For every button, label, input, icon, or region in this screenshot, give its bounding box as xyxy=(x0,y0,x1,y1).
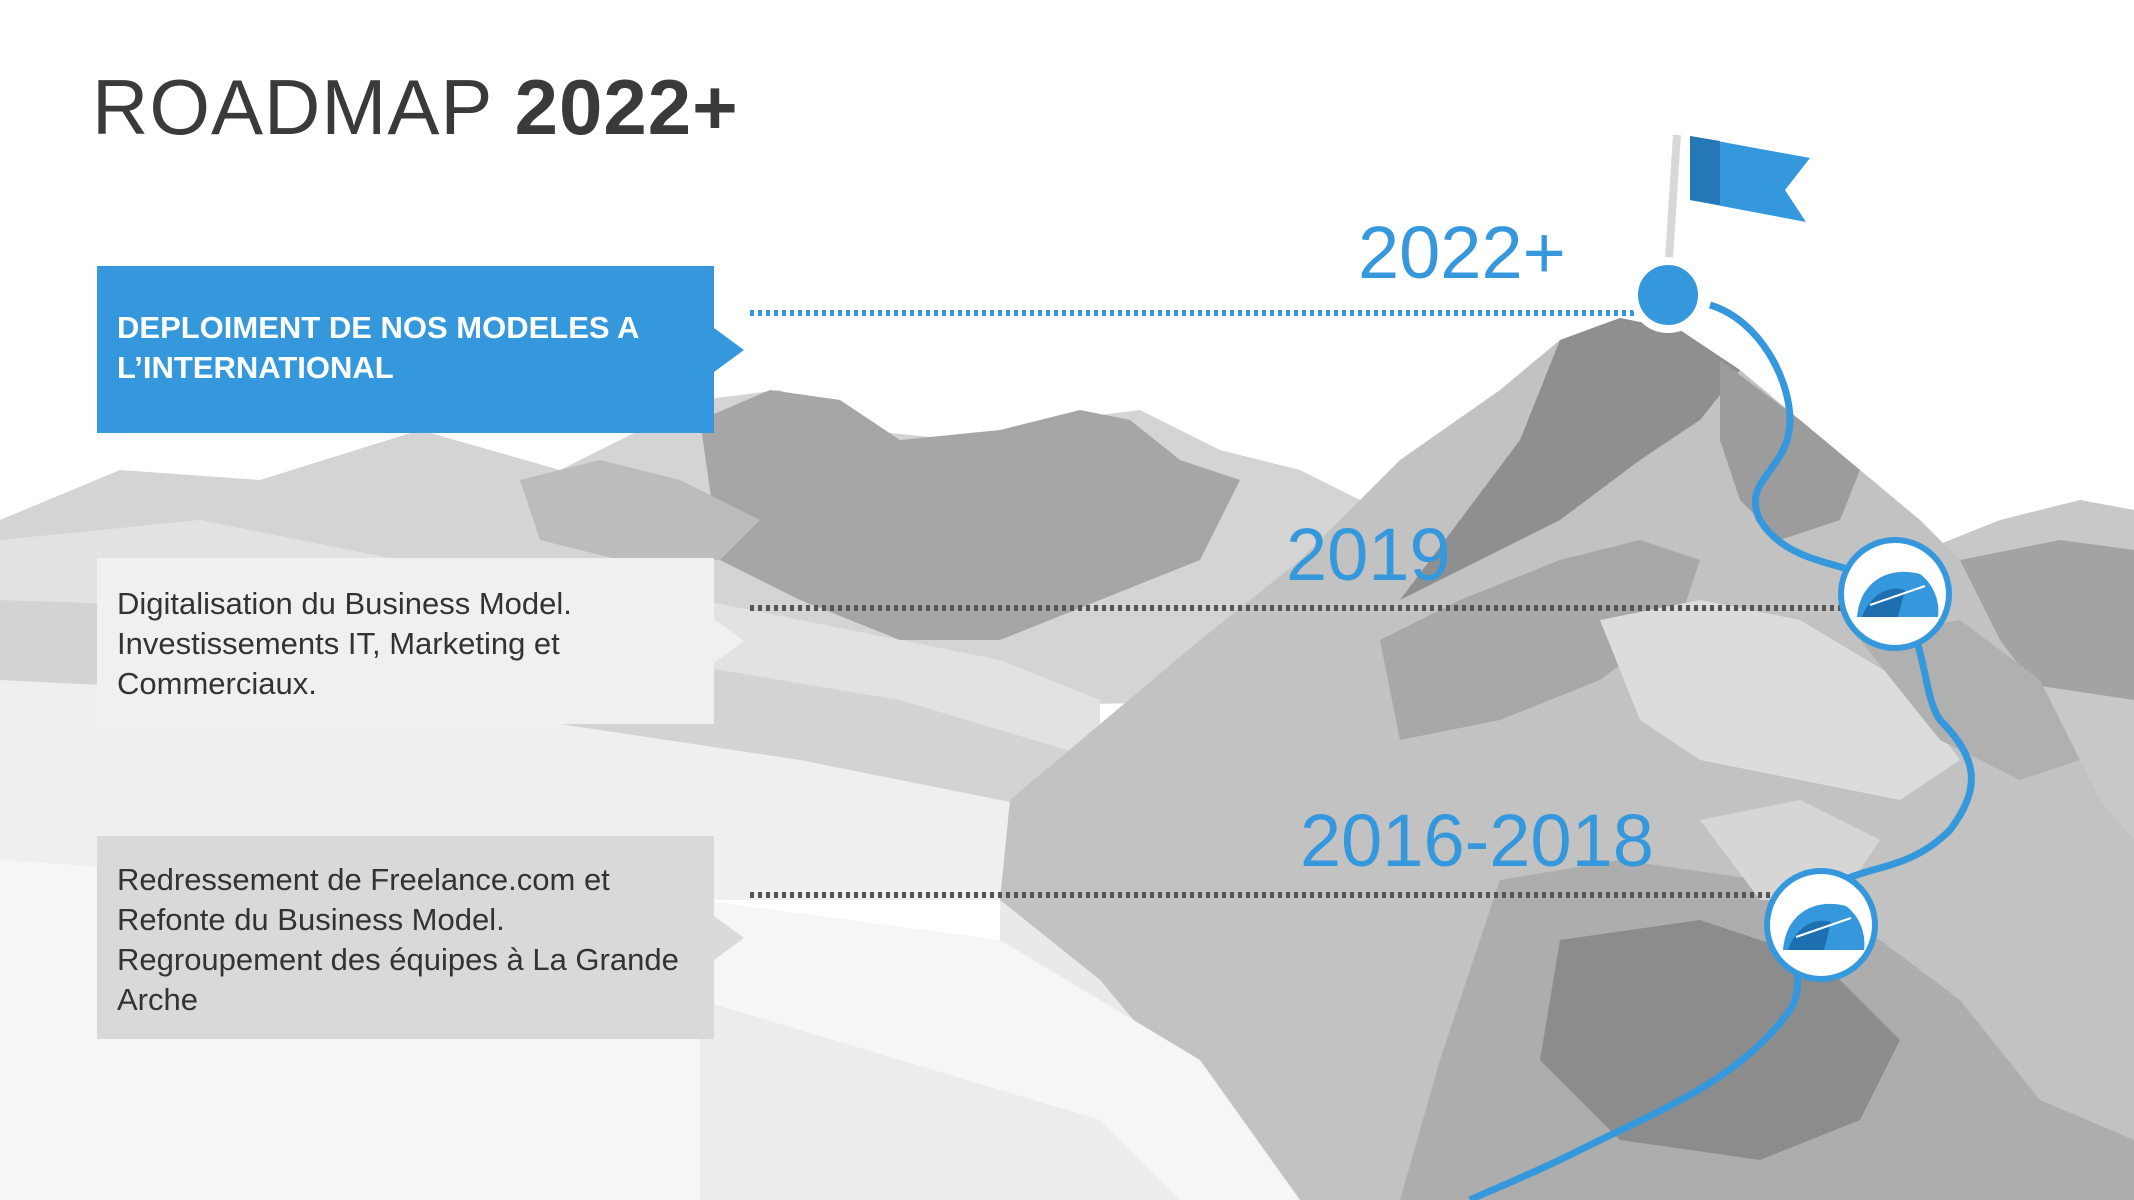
milestone-box-2022: DEPLOIMENT DE NOS MODELES A L’INTERNATIO… xyxy=(97,266,744,433)
climbing-path xyxy=(1468,301,1975,1200)
tent-icon xyxy=(1764,868,1878,982)
year-label-2022: 2022+ xyxy=(1358,211,1566,294)
milestone-text: Digitalisation du Business Model. Invest… xyxy=(117,586,572,701)
milestone-box-2019: Digitalisation du Business Model. Invest… xyxy=(97,558,744,724)
page-title: ROADMAP 2022+ xyxy=(92,63,739,151)
box-pointer xyxy=(714,915,744,960)
box-pointer xyxy=(714,327,744,372)
milestone-text: Redressement de Freelance.com et Refonte… xyxy=(117,862,679,1017)
box-pointer xyxy=(714,619,744,663)
milestone-box-2016-2018: Redressement de Freelance.com et Refonte… xyxy=(97,836,744,1039)
flag-icon xyxy=(1630,134,1810,333)
year-label-2019: 2019 xyxy=(1286,513,1451,596)
tent-icon xyxy=(1838,537,1952,651)
year-label-2016-2018: 2016-2018 xyxy=(1300,799,1654,882)
milestone-text: DEPLOIMENT DE NOS MODELES A L’INTERNATIO… xyxy=(117,310,639,385)
